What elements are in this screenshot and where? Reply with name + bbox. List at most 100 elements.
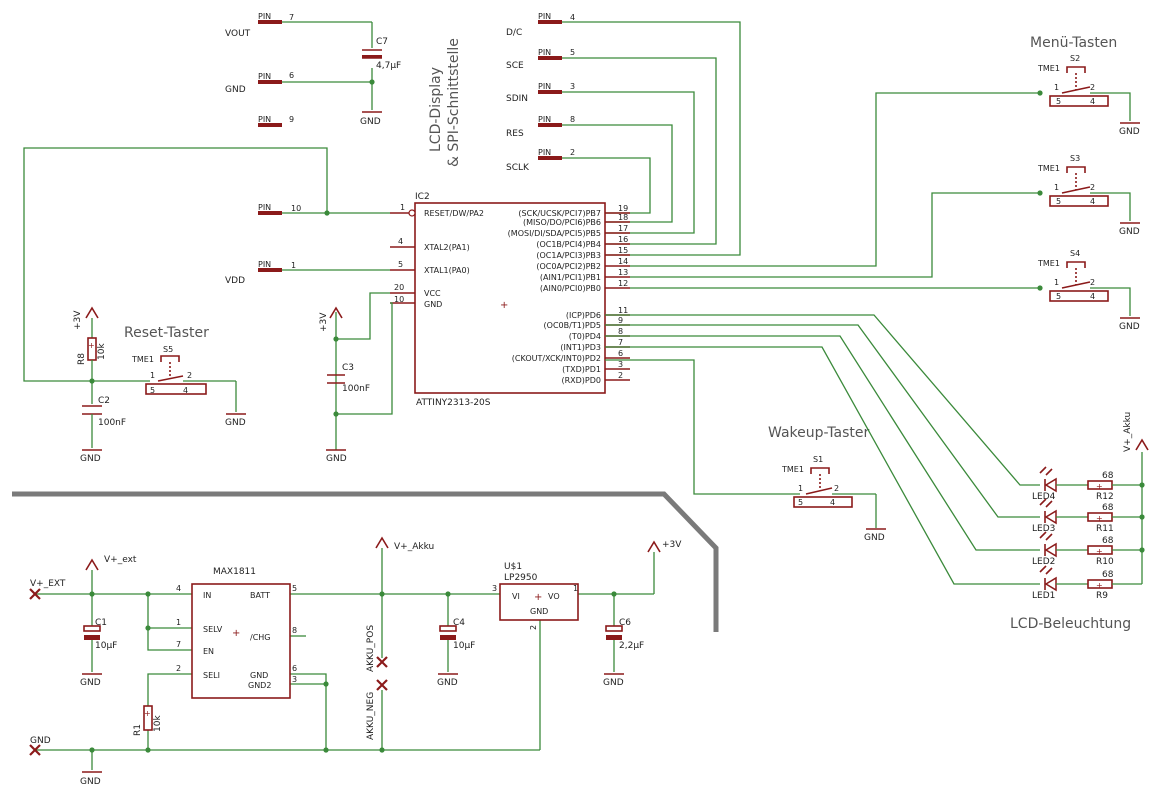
svg-text:(OC0A/PCI2)PB2: (OC0A/PCI2)PB2 bbox=[536, 262, 601, 271]
svg-text:2: 2 bbox=[1090, 183, 1095, 192]
svg-text:C2: C2 bbox=[98, 396, 110, 406]
capacitor-c7: C7 4,7µF bbox=[362, 37, 401, 71]
svg-text:GND: GND bbox=[424, 300, 442, 309]
svg-text:R12: R12 bbox=[1096, 492, 1114, 502]
svg-text:RES: RES bbox=[506, 129, 524, 139]
svg-text:PIN: PIN bbox=[258, 260, 271, 269]
akku-pos: AKKU_POS bbox=[366, 625, 388, 672]
svg-text:6: 6 bbox=[292, 664, 297, 673]
pin-gnd: GND PIN 6 bbox=[225, 71, 294, 95]
svg-text:8: 8 bbox=[292, 626, 297, 635]
svg-text:SELV: SELV bbox=[203, 625, 223, 634]
svg-text:EN: EN bbox=[203, 647, 214, 656]
svg-text:4: 4 bbox=[830, 498, 835, 507]
svg-text:4: 4 bbox=[176, 584, 181, 593]
svg-text:GND: GND bbox=[225, 85, 246, 95]
pin-sdin: SDIN PIN 3 bbox=[506, 82, 575, 104]
svg-text:V+_Akku: V+_Akku bbox=[1123, 412, 1133, 452]
svg-text:68: 68 bbox=[1102, 536, 1114, 546]
pin-vout: VOUT PIN 7 bbox=[225, 12, 294, 39]
svg-text:12: 12 bbox=[618, 279, 628, 288]
svg-text:IC2: IC2 bbox=[415, 192, 430, 202]
mcu-pin-12: 12 (AIN0/PCI0)PB0 bbox=[540, 279, 630, 293]
svg-text:AKKU_NEG: AKKU_NEG bbox=[366, 692, 376, 740]
akku-neg: AKKU_NEG bbox=[366, 679, 388, 740]
svg-text:+: + bbox=[534, 592, 542, 603]
svg-text:PIN: PIN bbox=[258, 12, 271, 21]
svg-text:9: 9 bbox=[618, 316, 623, 325]
svg-text:1: 1 bbox=[573, 584, 578, 593]
mcu-pin-14: 14 (OC0A/PCI2)PB2 bbox=[536, 257, 630, 271]
svg-text:LED1: LED1 bbox=[1032, 591, 1055, 601]
svg-text:5: 5 bbox=[1056, 97, 1061, 106]
mcu-pin-19: 19(SCK/UCSK/PCI7)PB7 bbox=[518, 204, 630, 218]
svg-text:+: + bbox=[1096, 581, 1103, 590]
svg-text:Wakeup-Taster: Wakeup-Taster bbox=[768, 425, 869, 441]
input-vext: V+_EXT bbox=[29, 579, 66, 600]
svg-text:(TXD)PD1: (TXD)PD1 bbox=[562, 365, 601, 374]
svg-text:68: 68 bbox=[1102, 471, 1114, 481]
svg-text:+: + bbox=[144, 709, 151, 718]
svg-text:(SCK/UCSK/PCI7)PB7: (SCK/UCSK/PCI7)PB7 bbox=[518, 209, 601, 218]
svg-text:R10: R10 bbox=[1096, 557, 1114, 567]
supply-vakku-leds: V+_Akku bbox=[1123, 412, 1149, 452]
svg-text:+: + bbox=[88, 341, 95, 350]
svg-text:AKKU_POS: AKKU_POS bbox=[366, 625, 376, 672]
backlight-title: LCD-Beleuchtung bbox=[1010, 616, 1131, 632]
spi-wires bbox=[562, 21, 741, 256]
svg-text:(CKOUT/XCK/INT0)PD2: (CKOUT/XCK/INT0)PD2 bbox=[512, 354, 601, 363]
svg-text:R11: R11 bbox=[1096, 524, 1114, 534]
svg-text:4: 4 bbox=[183, 386, 188, 395]
svg-text:GND: GND bbox=[326, 454, 347, 464]
svg-text:5: 5 bbox=[292, 584, 297, 593]
capacitor-c6: C6 2,2µF GND bbox=[603, 618, 644, 688]
svg-text:(AIN0/PCI0)PB0: (AIN0/PCI0)PB0 bbox=[540, 284, 601, 293]
svg-text:100nF: 100nF bbox=[342, 384, 370, 394]
menu-title: Menü-Tasten bbox=[1030, 35, 1117, 51]
svg-text:BATT: BATT bbox=[250, 591, 270, 600]
svg-text:14: 14 bbox=[618, 257, 628, 266]
svg-text:GND: GND bbox=[30, 736, 51, 746]
svg-text:SCLK: SCLK bbox=[506, 163, 530, 173]
svg-text:1: 1 bbox=[400, 203, 405, 212]
svg-text:7: 7 bbox=[176, 640, 181, 649]
svg-text:+: + bbox=[1096, 547, 1103, 556]
switch-s5: TME1 S5 1 2 5 4 GND bbox=[131, 345, 246, 428]
svg-text:GND: GND bbox=[250, 671, 268, 680]
svg-text:4: 4 bbox=[1090, 292, 1095, 301]
mcu-pin-18: 18(MISO/DO/PCI6)PB6 bbox=[523, 213, 630, 227]
mcu-ic2: IC2 ATTINY2313-20S + 1 RESET/DW/PA2 4 XT… bbox=[390, 192, 630, 408]
svg-text:2: 2 bbox=[1090, 83, 1095, 92]
svg-text:10k: 10k bbox=[97, 343, 107, 360]
svg-text:TME1: TME1 bbox=[1037, 164, 1060, 173]
mcu-pin-6: 6(CKOUT/XCK/INT0)PD2 bbox=[512, 349, 630, 363]
svg-text:7: 7 bbox=[289, 13, 294, 22]
svg-text:2: 2 bbox=[187, 371, 192, 380]
svg-text:5: 5 bbox=[798, 498, 803, 507]
svg-text:VDD: VDD bbox=[225, 276, 245, 286]
svg-text:20: 20 bbox=[394, 283, 404, 292]
svg-text:GND2: GND2 bbox=[248, 681, 271, 690]
svg-text:TME1: TME1 bbox=[781, 465, 804, 474]
pin-9: PIN 9 bbox=[258, 115, 294, 127]
svg-text:VI: VI bbox=[512, 592, 520, 601]
svg-text:1: 1 bbox=[150, 371, 155, 380]
svg-text:TME1: TME1 bbox=[1037, 259, 1060, 268]
svg-text:8: 8 bbox=[570, 115, 575, 124]
svg-text:3: 3 bbox=[492, 584, 497, 593]
svg-text:V+_EXT: V+_EXT bbox=[30, 579, 66, 589]
svg-text:4: 4 bbox=[570, 13, 575, 22]
svg-text:1: 1 bbox=[1054, 83, 1059, 92]
svg-text:LCD-Display: LCD-Display bbox=[428, 67, 444, 152]
svg-text:10: 10 bbox=[394, 295, 404, 304]
svg-text:SELI: SELI bbox=[203, 671, 220, 680]
gnd-symbol-bottom: GND bbox=[80, 771, 102, 787]
svg-text:GND: GND bbox=[80, 678, 101, 688]
svg-text:2: 2 bbox=[570, 148, 575, 157]
